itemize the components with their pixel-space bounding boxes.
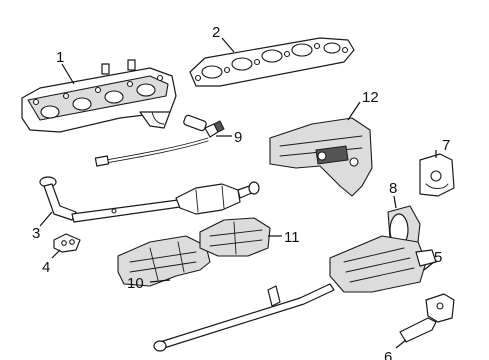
exhaust-manifold-left bbox=[21, 59, 177, 133]
rubber-hanger bbox=[419, 153, 455, 197]
callout-4: 4 bbox=[42, 259, 50, 276]
heat-shield-middle bbox=[199, 217, 271, 257]
callout-1: 1 bbox=[56, 49, 64, 66]
callout-3: 3 bbox=[32, 225, 40, 242]
rear-muffler bbox=[153, 235, 437, 352]
callout-labels: 1 2 3 4 5 6 7 8 9 10 11 12 bbox=[32, 24, 450, 360]
callout-10: 10 bbox=[127, 275, 144, 292]
heat-shield-upper bbox=[269, 117, 373, 197]
callout-2: 2 bbox=[212, 24, 220, 41]
mounting-bracket bbox=[53, 233, 81, 253]
callout-6: 6 bbox=[384, 349, 392, 360]
callout-8: 8 bbox=[389, 180, 397, 197]
callout-5: 5 bbox=[434, 249, 442, 266]
hanger-bracket bbox=[399, 293, 455, 343]
leader-lines bbox=[39, 37, 437, 349]
heat-shield-lower bbox=[117, 235, 211, 287]
callout-7: 7 bbox=[442, 137, 450, 154]
callout-11: 11 bbox=[284, 229, 300, 246]
callout-12: 12 bbox=[362, 89, 379, 106]
front-pipe-catalytic-converter bbox=[39, 176, 260, 223]
callout-9: 9 bbox=[234, 129, 242, 146]
oxygen-sensor bbox=[94, 114, 225, 167]
manifold-gasket bbox=[189, 37, 355, 87]
